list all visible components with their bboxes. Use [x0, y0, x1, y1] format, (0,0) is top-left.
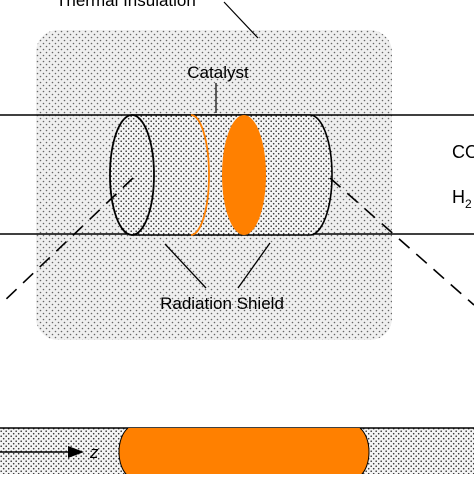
gas-h2-label: H2	[452, 187, 472, 211]
thermal-insulation-label: Thermal Insulation	[56, 0, 196, 10]
gas-co-label: CO	[452, 142, 474, 162]
radiation-shield-leader-right	[237, 242, 271, 289]
z-axis-label: z	[89, 443, 99, 462]
catalyst-disc	[222, 115, 266, 235]
radiation-shield-leader-left	[164, 243, 207, 289]
zoom-line-right	[329, 177, 474, 306]
z-axis-arrowhead	[68, 446, 84, 458]
gas-h2-symbol: H	[452, 187, 465, 207]
zoomed-catalyst-right-edge	[359, 427, 370, 477]
radiation-shield-left	[109, 114, 155, 236]
catalyst-back-arc	[190, 114, 210, 236]
radiation-shield-label: Radiation Shield	[160, 294, 284, 313]
zoomed-catalyst-left-edge	[118, 427, 129, 477]
zoom-line-left	[0, 177, 134, 306]
gas-h2-subscript: 2	[465, 197, 472, 211]
catalyst-label: Catalyst	[187, 63, 249, 82]
thermal-insulation-leader	[223, 1, 259, 39]
zoomed-catalyst-band	[119, 428, 369, 476]
